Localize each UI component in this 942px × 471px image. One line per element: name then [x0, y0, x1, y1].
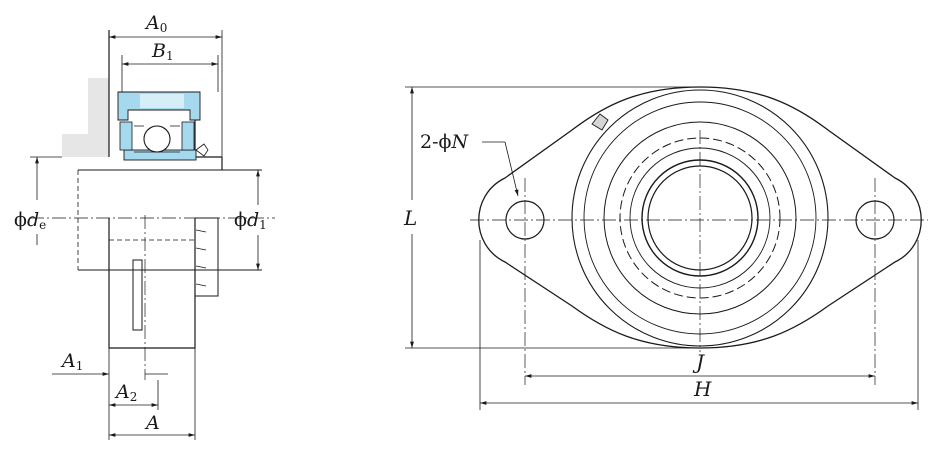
- bearing-section: [117, 91, 209, 161]
- leader-N-arrow: [504, 141, 519, 197]
- side-section-view: A0 B1 ϕde ϕd1 A1 A2 A: [14, 12, 275, 440]
- bearing-ball: [143, 125, 171, 153]
- bearing-seal-left: [119, 121, 133, 151]
- collar-lower: [195, 217, 219, 297]
- label-A0: A0: [144, 12, 167, 35]
- housing-bolt-slot: [132, 259, 143, 331]
- label-A1: A1: [60, 350, 83, 373]
- label-L: L: [403, 206, 417, 230]
- grease-fitting: [591, 113, 609, 131]
- label-N: 2-ϕN: [420, 131, 469, 153]
- label-de: ϕde: [14, 209, 46, 232]
- label-H: H: [693, 377, 712, 401]
- bearing-seal-right: [181, 121, 195, 151]
- front-view: L 2-ϕN J H: [403, 86, 928, 410]
- label-A: A: [144, 412, 160, 434]
- label-B1: B1: [151, 40, 174, 63]
- label-J: J: [692, 350, 705, 374]
- collar-threads: [195, 229, 207, 287]
- bearing-raceway-lines: [134, 125, 180, 153]
- label-d1: ϕd1: [234, 209, 267, 232]
- bearing-outer-ring-light: [140, 94, 184, 108]
- label-A2: A2: [114, 381, 137, 404]
- mounting-surface-shade: [62, 78, 109, 157]
- locking-collar: [195, 143, 209, 157]
